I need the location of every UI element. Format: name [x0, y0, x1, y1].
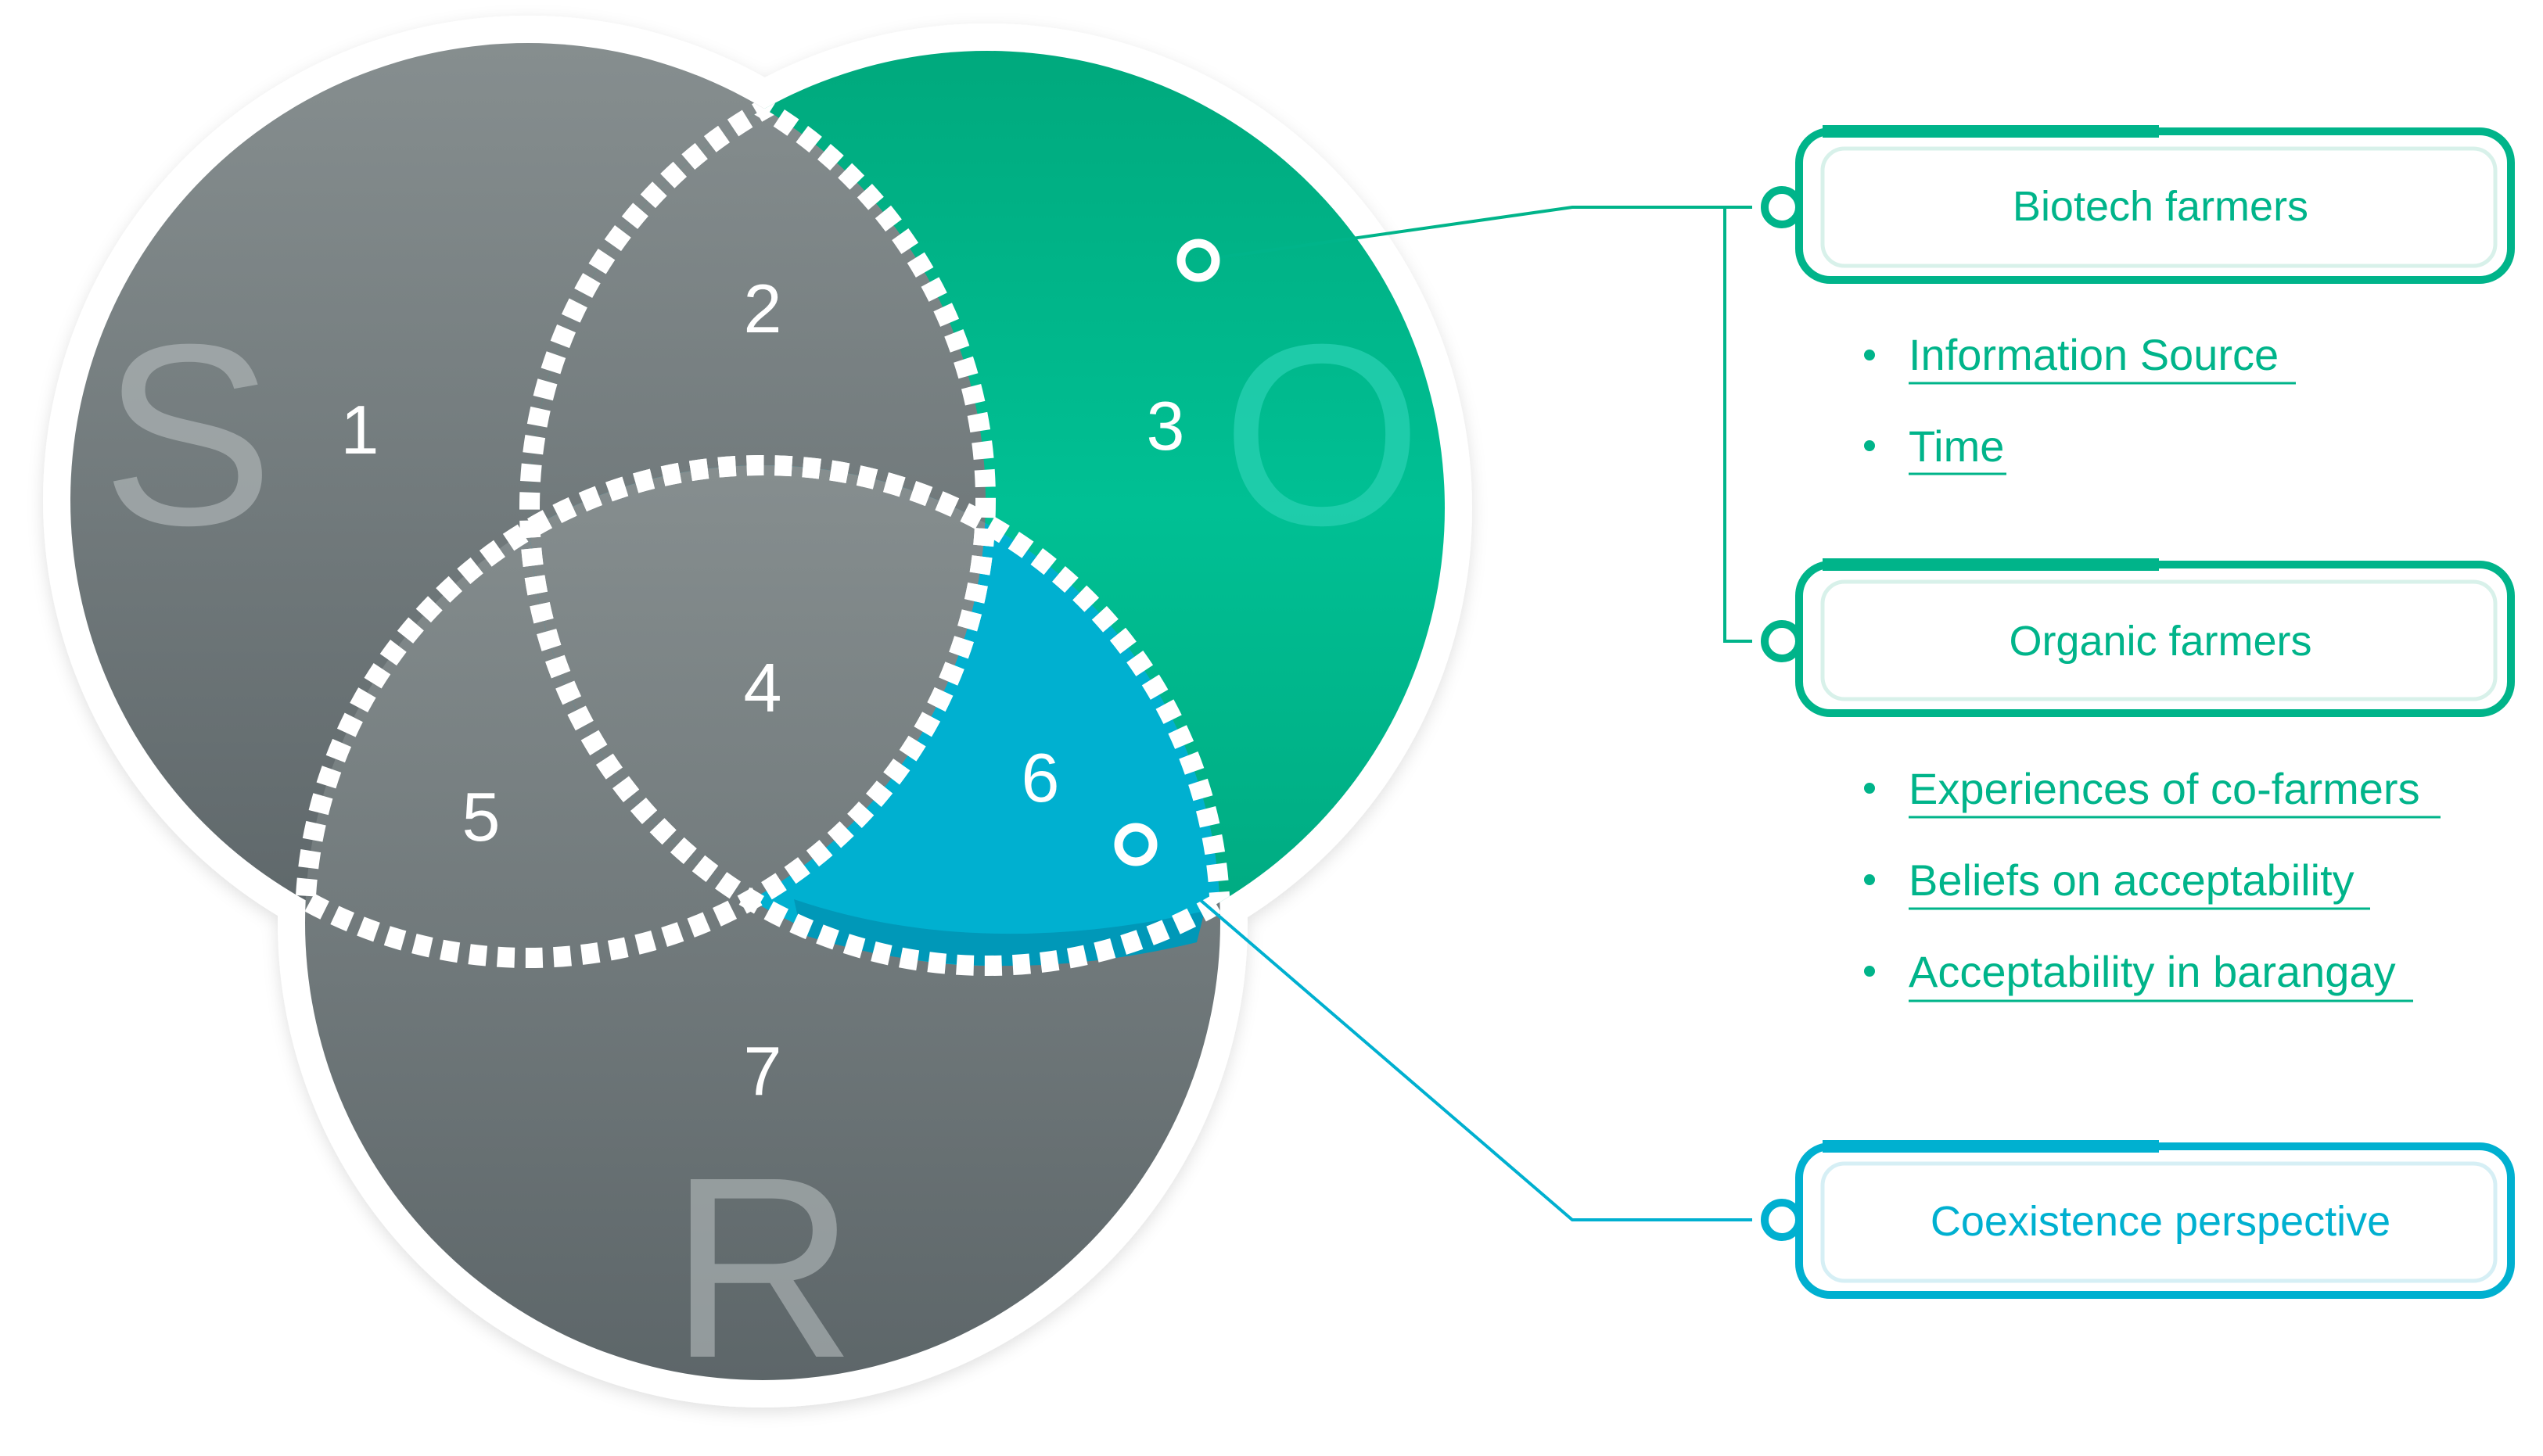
anchor-ring-biotech: [1176, 238, 1220, 282]
anchor-ring-coexistence: [1114, 823, 1158, 866]
biotech-item-time: Time: [1909, 421, 2004, 471]
connector-organic: [1723, 207, 1752, 643]
organic-factors-list: Experiences of co-farmers Beliefs on acc…: [1864, 764, 2441, 1002]
biotech-item-information-source: Information Source: [1909, 330, 2279, 379]
region-5-label: 5: [462, 778, 501, 855]
region-1-label: 1: [341, 391, 379, 468]
biotech-factors-list: Information Source Time: [1864, 330, 2296, 475]
callout-title-organic: Organic farmers: [2009, 618, 2311, 665]
connector-coexistence: [1134, 843, 1752, 1221]
region-7-label: 7: [744, 1032, 782, 1110]
region-3-label: 3: [1147, 387, 1185, 464]
circle-letter-s: S: [102, 290, 274, 579]
callout-title-coexistence: Coexistence perspective: [1931, 1198, 2390, 1245]
region-4-label: 4: [744, 649, 782, 726]
callout-organic-farmers: Organic farmers: [1761, 558, 2515, 717]
region-6-label: 6: [1022, 739, 1060, 816]
connector-biotech: [1198, 206, 1752, 262]
circle-letter-r: R: [670, 1123, 856, 1411]
organic-item-acceptability: Acceptability in barangay: [1909, 947, 2396, 996]
callout-coexistence-perspective: Coexistence perspective: [1761, 1140, 2515, 1299]
organic-item-beliefs: Beliefs on acceptability: [1909, 855, 2354, 905]
region-2-label: 2: [744, 270, 782, 347]
organic-item-experiences: Experiences of co-farmers: [1909, 764, 2420, 813]
callout-biotech-farmers: Biotech farmers: [1761, 125, 2515, 284]
circle-letter-o: O: [1222, 290, 1423, 579]
callout-title-biotech: Biotech farmers: [2013, 183, 2308, 230]
